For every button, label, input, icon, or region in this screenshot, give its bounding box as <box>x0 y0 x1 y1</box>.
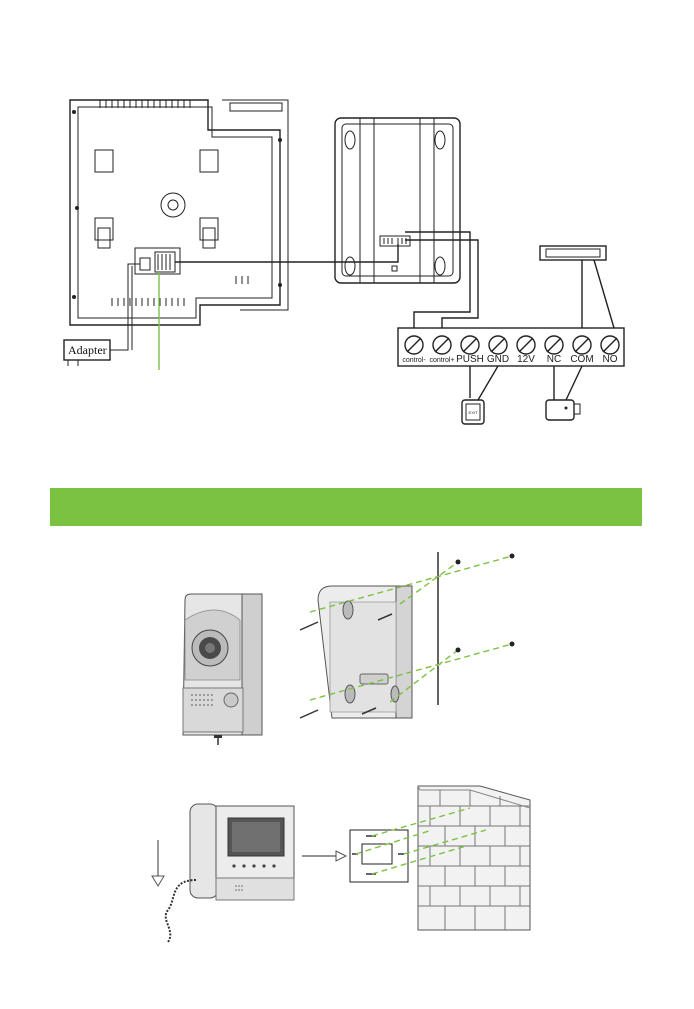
screw-icon <box>214 735 222 745</box>
rain-cover-bracket-icon <box>300 586 412 718</box>
brick-wall-icon <box>418 786 530 930</box>
terminal-label-no: NO <box>603 354 618 365</box>
adapter-label: Adapter <box>68 343 107 357</box>
exit-button-label: EXIT <box>469 410 478 415</box>
terminal-label-control-plus: control+ <box>429 357 454 364</box>
monitor-back-panel-icon <box>70 100 288 325</box>
adapter-icon: Adapter <box>64 264 140 366</box>
exit-button-icon: EXIT <box>462 366 498 424</box>
electric-strike-lock-icon <box>546 366 582 420</box>
outdoor-camera-unit-icon <box>183 594 262 745</box>
guide-line-2 <box>400 562 458 604</box>
section-banner <box>50 488 642 526</box>
terminal-label-12v: 12V <box>517 354 535 365</box>
indoor-monitor-handset-icon <box>152 804 294 942</box>
terminal-label-nc: NC <box>547 354 561 365</box>
right-arrow-icon <box>302 851 346 861</box>
terminal-label-gnd: GND <box>487 354 509 365</box>
terminal-label-com: COM <box>570 354 593 365</box>
camera-control-cable <box>405 240 478 328</box>
terminal-label-push: PUSH <box>456 354 484 365</box>
magnetic-lock-icon <box>540 246 614 328</box>
monitor-camera-cable <box>175 244 398 262</box>
terminal-screws <box>405 336 619 354</box>
terminal-label-control-minus: control- <box>402 357 426 364</box>
wall-bracket-icon <box>350 830 408 882</box>
monitor-connector-block <box>135 248 180 274</box>
terminal-block: control- control+ PUSH GND 12V NC COM NO <box>398 328 624 366</box>
